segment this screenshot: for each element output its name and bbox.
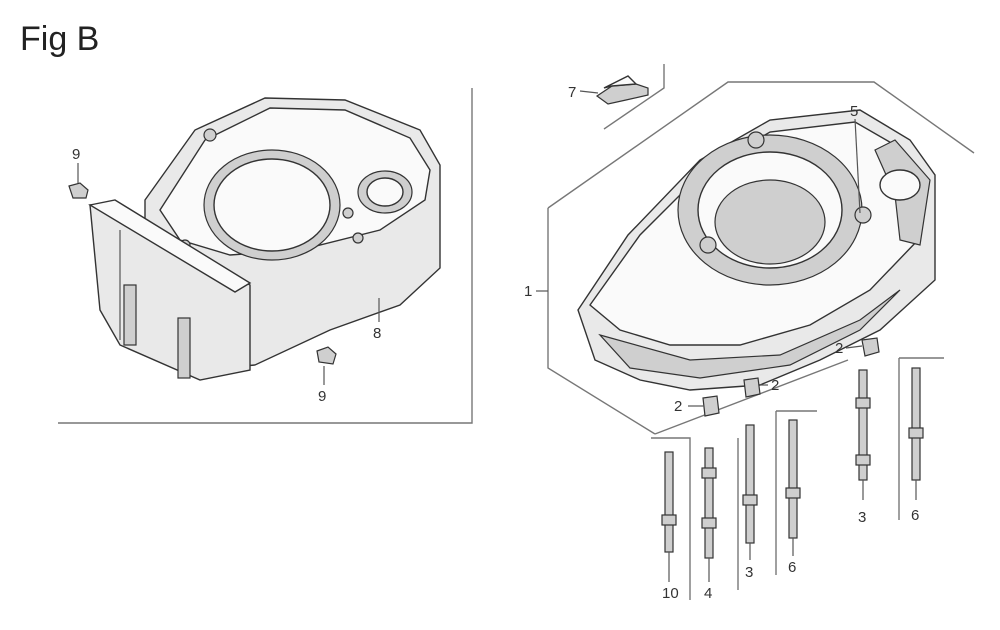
left-assembly-frame bbox=[58, 88, 473, 424]
stud-part-6-a[interactable] bbox=[785, 419, 801, 539]
stud-part-6-b[interactable] bbox=[908, 367, 924, 481]
callout-10: 10 bbox=[662, 585, 679, 602]
grommet-part-2-c[interactable] bbox=[702, 395, 720, 417]
callout-1: 1 bbox=[524, 283, 532, 300]
callout-4: 4 bbox=[704, 585, 712, 602]
grommet-part-2-b[interactable] bbox=[743, 377, 761, 398]
callout-6: 6 bbox=[911, 507, 919, 524]
grommet-part-2-a[interactable] bbox=[861, 337, 880, 357]
callout-3: 3 bbox=[745, 564, 753, 581]
figure-title: Fig B bbox=[20, 20, 100, 58]
stud-part-3-a[interactable] bbox=[742, 424, 758, 544]
callout-9: 9 bbox=[72, 146, 80, 163]
bracket-part-7[interactable] bbox=[595, 75, 649, 105]
callout-2: 2 bbox=[771, 377, 779, 394]
right-assembly-frame bbox=[547, 64, 975, 600]
callout-3: 3 bbox=[858, 509, 866, 526]
callout-6: 6 bbox=[788, 559, 796, 576]
callout-2: 2 bbox=[835, 340, 843, 357]
stud-part-3-b[interactable] bbox=[855, 369, 871, 481]
callout-7: 7 bbox=[568, 84, 576, 101]
clip-part-9-bottom[interactable] bbox=[316, 346, 337, 365]
shroud-assembly-part-8[interactable] bbox=[88, 97, 441, 381]
callout-5: 5 bbox=[850, 103, 858, 120]
callout-8: 8 bbox=[373, 325, 381, 342]
callout-2: 2 bbox=[674, 398, 682, 415]
stud-part-4[interactable] bbox=[701, 447, 717, 559]
callout-9: 9 bbox=[318, 388, 326, 405]
clip-part-9-top[interactable] bbox=[68, 182, 89, 199]
stud-part-10[interactable] bbox=[661, 451, 677, 553]
blower-cover-part-1[interactable] bbox=[577, 109, 936, 391]
